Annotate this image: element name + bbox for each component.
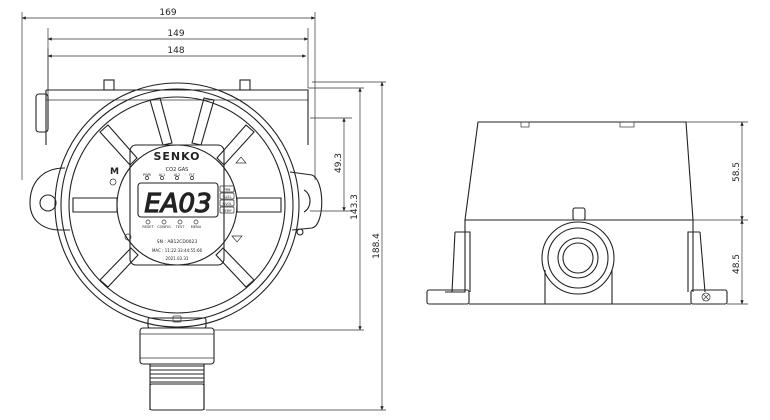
side-view: 58.5 48.5 — [426, 121, 748, 305]
svg-text:FLT: FLT — [189, 173, 195, 177]
svg-text:RESET: RESET — [142, 225, 154, 229]
dimension-169: 169 — [21, 8, 316, 20]
dimension-148: 148 — [47, 46, 307, 58]
svg-text:PPM: PPM — [224, 188, 231, 192]
svg-text:188.4: 188.4 — [372, 233, 382, 259]
dimension-48-5: 48.5 — [732, 219, 744, 305]
manufacture-date: 2021.03.31 — [166, 256, 189, 261]
lock-icon — [124, 233, 132, 241]
svg-text:TEST: TEST — [175, 225, 186, 229]
svg-text:TEMP: TEMP — [222, 209, 232, 213]
dimension-143-3: 143.3 — [350, 87, 362, 331]
brand-label: SENKO — [153, 150, 200, 163]
svg-text:148: 148 — [167, 46, 184, 56]
dimension-58-5: 58.5 — [732, 121, 744, 221]
svg-text:149: 149 — [167, 29, 184, 39]
down-arrow-icon — [231, 235, 243, 243]
svg-text:49.3: 49.3 — [334, 153, 344, 173]
front-buttons: RESET CONFIG TEST MENU — [142, 219, 202, 229]
dimension-49-3: 49.3 — [334, 117, 346, 212]
sensor-assembly — [139, 315, 215, 411]
svg-text:CONFIG: CONFIG — [157, 225, 171, 229]
unit-indicators: PPM %LEL %VOL TEMP — [219, 185, 235, 214]
dimension-188-4: 188.4 — [372, 81, 384, 411]
front-view: 169 149 148 — [21, 8, 386, 411]
side-sensor-port — [541, 207, 615, 304]
housing-ribs — [72, 97, 282, 288]
left-indicator-icon — [109, 178, 117, 186]
svg-text:MENU: MENU — [191, 225, 202, 229]
dimension-149: 149 — [47, 29, 309, 41]
up-arrow-icon — [235, 156, 247, 164]
display-screen — [137, 182, 219, 218]
svg-text:PWR: PWR — [143, 173, 152, 177]
gas-label: CO2 GAS — [166, 167, 189, 173]
display-readout: EA03 — [144, 189, 211, 219]
svg-text:AL2: AL2 — [174, 173, 181, 177]
svg-text:%VOL: %VOL — [222, 202, 232, 206]
svg-text:AL1: AL1 — [159, 173, 166, 177]
serial-number: SN : AB12CD0023 — [157, 239, 198, 245]
svg-text:143.3: 143.3 — [350, 194, 360, 220]
svg-text:%LEL: %LEL — [223, 195, 232, 199]
svg-text:169: 169 — [159, 8, 176, 18]
mode-label: M — [110, 167, 119, 177]
status-indicators: PWR AL1 AL2 FLT — [143, 173, 196, 180]
svg-text:58.5: 58.5 — [732, 162, 742, 182]
front-label-panel: SENKO CO2 GAS PWR AL1 AL2 FLT EA03 — [129, 144, 235, 266]
mac-address: MAC : 11:22:33:44:55:66 — [152, 248, 203, 253]
svg-text:48.5: 48.5 — [732, 254, 742, 274]
